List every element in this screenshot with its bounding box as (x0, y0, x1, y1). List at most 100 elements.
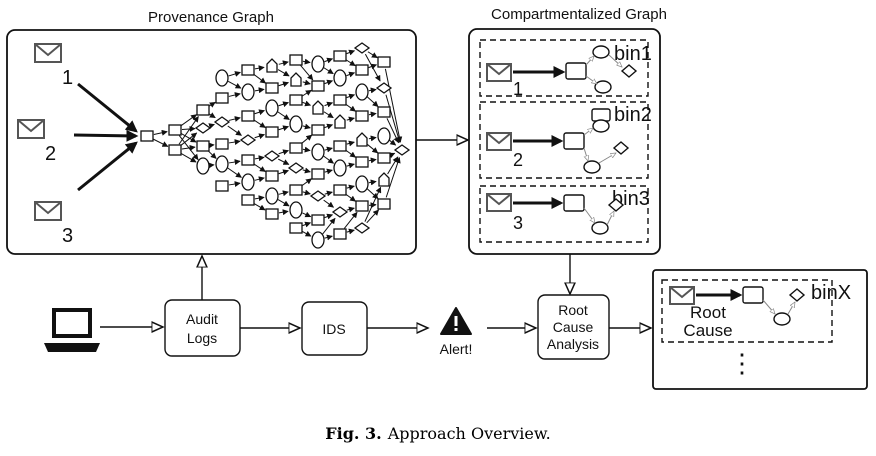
alert-label: Alert! (440, 341, 473, 357)
bin-1-label: bin1 (614, 43, 652, 65)
bin-1: bin1 1 (479, 39, 652, 99)
provenance-node (289, 54, 303, 66)
provenance-edge (324, 190, 333, 197)
provenance-edge (386, 118, 400, 144)
bin-3-file-node (591, 221, 609, 235)
provenance-node (377, 198, 391, 210)
bin-1-edge (608, 54, 622, 67)
provenance-edge (181, 144, 196, 151)
bin-2: bin2 2 (479, 101, 652, 179)
warning-icon (440, 307, 472, 335)
provenance-edge (228, 92, 241, 98)
provenance-node (265, 126, 279, 138)
envelope-icon (17, 119, 45, 139)
bin-1-edge (585, 75, 597, 84)
provenance-node (377, 106, 391, 118)
provenance-node (355, 156, 369, 168)
more-bins-ellipsis: ⋮ (729, 348, 755, 378)
rca-label-line2: Cause (553, 319, 594, 335)
provenance-node (215, 180, 229, 192)
provenance-edge (180, 153, 197, 163)
provenance-edge (254, 133, 265, 140)
bin-2-process-node (563, 132, 585, 150)
bin-2-file-node-2 (583, 160, 601, 174)
provenance-edge (346, 49, 356, 56)
provenance-network (140, 42, 411, 249)
provenance-node (375, 82, 393, 94)
bin-3-edge (606, 211, 615, 226)
provenance-edge (324, 57, 334, 64)
provenance-edge (178, 116, 199, 145)
bin-2-label: bin2 (614, 104, 652, 126)
provenance-node (311, 124, 325, 136)
provenance-node (311, 214, 325, 226)
provenance-node (377, 152, 391, 164)
provenance-node (333, 94, 347, 106)
provenance-node (265, 187, 279, 205)
caption-text: Approach Overview. (387, 424, 551, 443)
provenance-node (333, 159, 347, 177)
bin-3-input-label: 3 (513, 213, 523, 233)
provenance-edge (180, 132, 198, 147)
provenance-edge (346, 71, 356, 78)
provenance-edge (228, 181, 241, 188)
provenance-node (377, 56, 391, 68)
provenance-node (215, 155, 229, 173)
provenance-node (355, 83, 369, 101)
bin-x-frame (661, 279, 833, 343)
provenance-edge (254, 65, 265, 72)
provenance-edge (301, 134, 313, 144)
provenance-edge (277, 199, 290, 207)
bin-1-input-label: 1 (513, 79, 523, 99)
provenance-edge (277, 69, 290, 77)
provenance-edge (253, 203, 266, 211)
provenance-edge (345, 103, 357, 112)
provenance-edge (364, 186, 382, 222)
provenance-node (241, 154, 255, 166)
input-envelope-3: 3 (34, 201, 73, 247)
provenance-edge (278, 101, 289, 108)
provenance-node (215, 69, 229, 87)
provenance-node (353, 42, 371, 54)
provenance-node (241, 64, 255, 76)
root-cause-analysis-box (537, 294, 610, 360)
bin-2-edge (598, 153, 616, 164)
envelope-icon (486, 193, 512, 212)
provenance-node (266, 58, 278, 73)
provenance-node (333, 140, 347, 152)
provenance-edge (153, 138, 169, 147)
provenance-edge (278, 125, 289, 132)
bin-2-file-node (592, 119, 610, 133)
provenance-edge (366, 96, 379, 108)
input-label-3: 3 (62, 225, 73, 247)
provenance-edge (389, 139, 397, 146)
provenance-node (353, 222, 371, 234)
provenance-edge (302, 123, 311, 130)
provenance-edge (300, 65, 314, 81)
provenance-edge (253, 119, 266, 128)
provenance-edge (388, 152, 396, 159)
audit-logs-label-line2: Logs (187, 330, 217, 346)
provenance-edge (228, 159, 241, 166)
compartmentalized-graph-title: Compartmentalized Graph (491, 6, 667, 23)
provenance-node (312, 100, 324, 115)
bin-1-frame (479, 39, 649, 97)
provenance-edge (367, 51, 378, 59)
provenance-edge (253, 163, 266, 172)
provenance-edge (301, 230, 312, 237)
ids-label: IDS (322, 321, 345, 337)
provenance-edge (385, 94, 402, 143)
envelope-icon (669, 286, 695, 305)
provenance-node (377, 127, 391, 145)
provenance-node (265, 208, 279, 220)
provenance-node (241, 83, 255, 101)
provenance-edge (278, 81, 289, 88)
provenance-edge (384, 68, 403, 143)
provenance-edge (228, 116, 241, 122)
provenance-edge (302, 211, 312, 218)
provenance-edge (153, 129, 168, 136)
provenance-node (356, 132, 368, 147)
provenance-node (241, 110, 255, 122)
provenance-edge (346, 93, 356, 100)
provenance-edge (366, 209, 379, 224)
